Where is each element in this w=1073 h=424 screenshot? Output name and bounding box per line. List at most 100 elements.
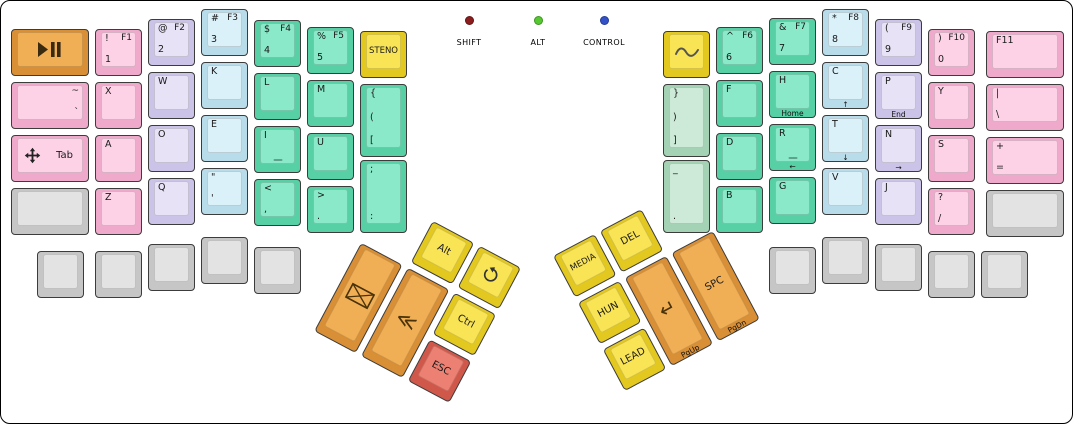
key-left-brackets-label-ml: (	[370, 111, 374, 123]
key-period-surface: >.	[313, 189, 348, 224]
key-d[interactable]: D	[716, 133, 763, 180]
key-semicolon-colon[interactable]: ;:	[360, 160, 407, 233]
key-bottom-right-2[interactable]	[822, 237, 869, 284]
key-x[interactable]: X	[95, 82, 142, 129]
key-o-surface: O	[154, 128, 189, 163]
key-question-slash-label-bl: /	[938, 212, 942, 224]
key-1-f1-label-bl: 1	[105, 53, 112, 65]
key-redo[interactable]	[457, 245, 522, 310]
key-k[interactable]: K	[201, 62, 248, 109]
key-e-label-tl: E	[211, 119, 218, 130]
key-plus-equals-label-bl: =	[996, 161, 1004, 173]
key-5-f5-label-tl: %	[317, 31, 327, 42]
key-tilde-grave[interactable]: ~`	[11, 82, 89, 129]
key-m[interactable]: M	[307, 80, 354, 127]
key-blank-left-outer-surface	[17, 191, 83, 226]
key-r-left-arrow[interactable]: R←	[769, 124, 816, 171]
key-v[interactable]: V	[822, 168, 869, 215]
key-t-down-arrow[interactable]: T↓	[822, 115, 869, 162]
key-s[interactable]: S	[928, 135, 975, 182]
key-bottom-left-4[interactable]	[201, 237, 248, 284]
key-play-pause-surface	[17, 32, 83, 67]
key-bottom-right-3[interactable]	[875, 244, 922, 291]
key-blank-left-outer[interactable]	[11, 188, 89, 235]
move-icon	[18, 139, 82, 172]
key-y-surface: Y	[934, 85, 969, 120]
key-plus-equals[interactable]: +=	[986, 137, 1064, 184]
key-l[interactable]: L	[254, 73, 301, 120]
key-bottom-left-2[interactable]	[95, 251, 142, 298]
key-d-surface: D	[722, 136, 757, 171]
key-quote[interactable]: "'	[201, 168, 248, 215]
key-period-label-bl: .	[317, 210, 321, 222]
envelope-icon	[325, 250, 395, 341]
key-f-surface: F	[722, 83, 757, 118]
key-b[interactable]: B	[716, 186, 763, 233]
key-o[interactable]: O	[148, 125, 195, 172]
key-m-surface: M	[313, 83, 348, 118]
key-tab[interactable]: Tab	[11, 135, 89, 182]
key-s-label-tl: S	[938, 139, 945, 150]
key-n-right-arrow[interactable]: N→	[875, 125, 922, 172]
key-e[interactable]: E	[201, 115, 248, 162]
key-bottom-left-5[interactable]	[254, 247, 301, 294]
key-y[interactable]: Y	[928, 82, 975, 129]
key-hun-label: HUN	[595, 299, 621, 320]
key-a[interactable]: A	[95, 135, 142, 182]
key-c-up-arrow[interactable]: C↑	[822, 62, 869, 109]
key-envelope-surface	[323, 248, 396, 343]
key-bottom-right-4[interactable]	[928, 251, 975, 298]
key-q[interactable]: Q	[148, 178, 195, 225]
key-p-end-front-label: End	[891, 109, 906, 119]
key-squiggle[interactable]	[663, 31, 710, 78]
key-bottom-left-3[interactable]	[148, 244, 195, 291]
key-j-label-tl: J	[885, 182, 888, 193]
key-blank-right-outer[interactable]	[986, 190, 1064, 237]
key-steno[interactable]: STENO	[360, 31, 407, 78]
key-p-end-surface: P	[881, 75, 916, 110]
key-play-pause[interactable]	[11, 29, 89, 76]
key-comma[interactable]: <,	[254, 179, 301, 226]
key-7-f7-label-tr: F7	[795, 22, 806, 32]
key-r-left-arrow-front-label: ←	[789, 161, 796, 171]
key-pipe-backslash[interactable]: |\	[986, 84, 1064, 131]
key-tab-surface: Tab	[17, 138, 83, 173]
key-c-up-arrow-surface: C	[828, 65, 863, 100]
key-question-slash[interactable]: ?/	[928, 188, 975, 235]
key-semicolon-colon-surface: ;:	[366, 163, 401, 224]
key-period[interactable]: >.	[307, 186, 354, 233]
key-w[interactable]: W	[148, 72, 195, 119]
key-j[interactable]: J	[875, 178, 922, 225]
key-bottom-right-1[interactable]	[769, 247, 816, 294]
key-bottom-left-1[interactable]	[37, 251, 84, 298]
key-bottom-right-5[interactable]	[981, 251, 1028, 298]
key-x-surface: X	[101, 85, 136, 120]
key-right-brackets-label-tl: }	[673, 88, 680, 99]
key-g[interactable]: G	[769, 177, 816, 224]
key-i[interactable]: I	[254, 126, 301, 173]
key-f11[interactable]: F11	[986, 31, 1064, 78]
key-underscore-period[interactable]: _.	[663, 160, 710, 233]
key-envelope[interactable]	[314, 242, 403, 354]
key-z[interactable]: Z	[95, 188, 142, 235]
key-left-brackets[interactable]: {([	[360, 84, 407, 157]
key-f[interactable]: F	[716, 80, 763, 127]
key-right-brackets[interactable]: })]	[663, 84, 710, 157]
key-w-label-tl: W	[158, 76, 168, 87]
key-u[interactable]: U	[307, 133, 354, 180]
